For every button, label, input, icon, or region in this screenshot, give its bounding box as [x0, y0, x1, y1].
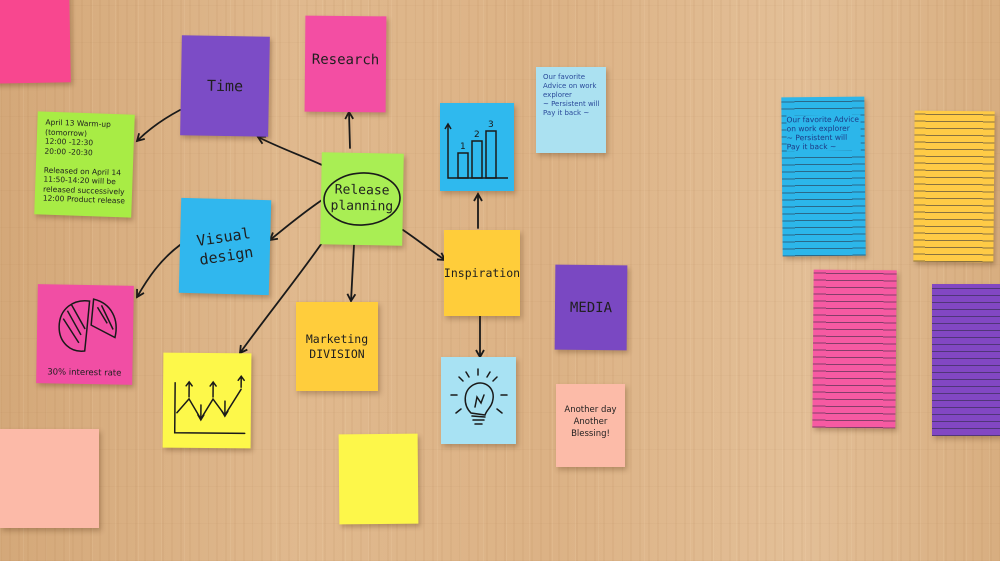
note-media: MEDIA — [554, 264, 628, 351]
note-bar-chart: 1 2 3 — [440, 103, 514, 191]
note-interest-rate-text: 30% interest rate — [47, 367, 122, 379]
note-inspiration-text: Inspiration — [443, 266, 521, 280]
note-lined-orange — [913, 110, 995, 263]
note-another-day-text: Another day Another Blessing! — [564, 405, 617, 439]
bar-label-1: 1 — [460, 142, 466, 152]
arrow-visual-to-interest — [136, 244, 181, 299]
bar-label-2: 2 — [474, 130, 480, 140]
note-schedule-text: April 13 Warm-up (tomorrow) 12:00 -12:30… — [42, 117, 126, 206]
arrow-to-inspiration — [402, 229, 447, 262]
note-visual-design-text: Visual design — [195, 223, 255, 269]
note-time: Time — [180, 35, 270, 137]
arrow-to-chart-note — [238, 239, 325, 355]
bar-chart-drawing: 1 2 3 — [444, 120, 508, 179]
bar-label-3: 3 — [488, 120, 494, 130]
lightbulb-icon — [450, 368, 508, 425]
pie-chart-drawing — [58, 298, 117, 352]
note-lined-purple — [932, 284, 1000, 436]
note-lightbulb — [441, 357, 516, 444]
note-inspiration: Inspiration — [444, 230, 520, 316]
line-chart-drawing — [173, 375, 246, 435]
note-schedule: April 13 Warm-up (tomorrow) 12:00 -12:30… — [34, 111, 135, 218]
note-pink-corner — [0, 0, 71, 84]
note-advice-small: Our favorite Advice on work explorer ~ P… — [536, 67, 606, 153]
note-interest-rate: 30% interest rate — [36, 284, 134, 385]
arrow-to-visual-design — [268, 199, 323, 242]
note-another-day: Another day Another Blessing! — [556, 384, 625, 467]
note-marketing-text: Marketing DIVISION — [305, 331, 369, 361]
note-marketing-division: Marketing DIVISION — [296, 302, 378, 391]
arrow-to-marketing — [346, 244, 357, 303]
note-advice-small-text: Our favorite Advice on work explorer ~ P… — [543, 73, 600, 117]
arrow-to-research — [344, 110, 354, 149]
note-line-chart — [162, 352, 252, 449]
note-advice-lined-text: Our favorite Advice on work explorer ~ P… — [786, 114, 861, 152]
note-lined-pink — [812, 269, 897, 429]
note-peach-blank — [0, 429, 99, 528]
note-research: Research — [304, 15, 387, 113]
note-media-text: MEDIA — [569, 299, 613, 316]
arrow-to-time — [256, 135, 323, 166]
note-release-planning-text: Release planning — [330, 182, 394, 215]
note-research-text: Research — [311, 51, 380, 69]
note-release-planning: Release planning — [320, 152, 404, 246]
note-time-text: Time — [206, 76, 244, 96]
note-yellow-blank — [338, 433, 419, 525]
circle-scribble — [323, 172, 401, 226]
note-visual-design: Visual design — [178, 197, 272, 296]
arrow-time-to-schedule — [135, 109, 181, 143]
note-advice-lined: Our favorite Advice on work explorer ~ P… — [781, 96, 866, 257]
